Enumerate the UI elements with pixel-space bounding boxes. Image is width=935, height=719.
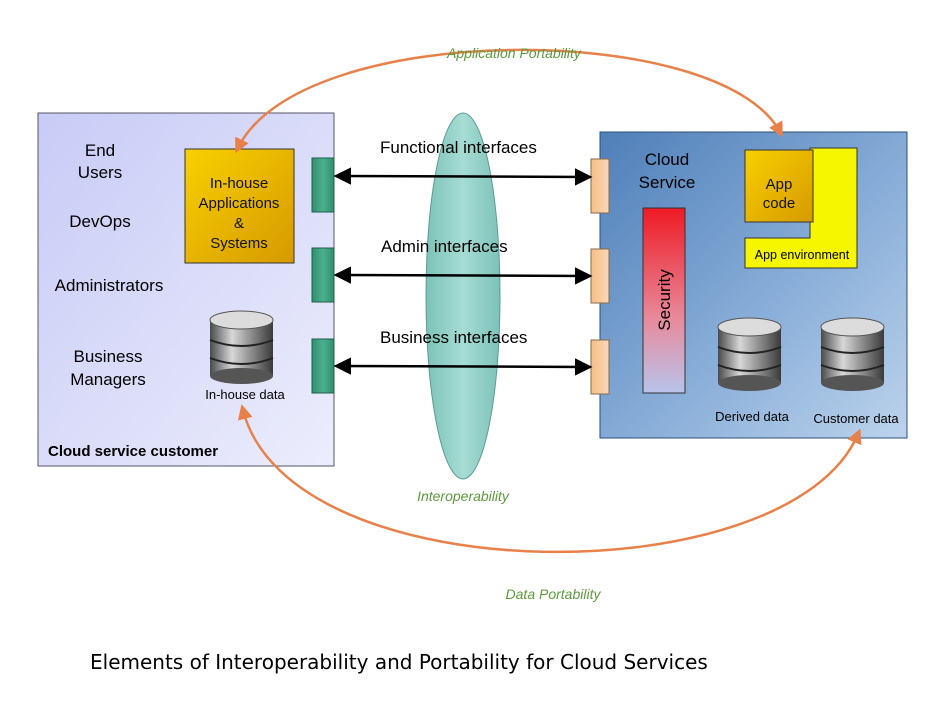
customer-panel: Cloud service customer End Users DevOps …: [37, 112, 335, 467]
security-bar: Security: [642, 207, 686, 394]
customer-business-connector: [311, 338, 335, 394]
functional-interface-arrow: [333, 167, 593, 186]
apps-box-line: &: [234, 215, 244, 232]
admin-interfaces-label: Admin interfaces: [381, 237, 508, 256]
role-line: End: [85, 141, 115, 160]
functional-interfaces-label: Functional interfaces: [380, 138, 537, 157]
business-interface-arrow: [333, 357, 593, 376]
role-administrators: Administrators: [55, 276, 164, 295]
application-portability-label: Application Portability: [446, 45, 582, 61]
interoperability-label: Interoperability: [417, 488, 510, 504]
role-business-managers: Business Managers: [70, 347, 146, 389]
derived-database-icon: [717, 317, 782, 391]
role-line: Managers: [70, 370, 146, 389]
app-code-box: App code: [744, 149, 814, 223]
customer-admin-connector: [311, 247, 335, 303]
service-functional-connector: [590, 158, 610, 214]
admin-interface-arrow: [333, 266, 593, 285]
role-line: Business: [74, 347, 143, 366]
business-interfaces-label: Business interfaces: [380, 328, 527, 347]
in-house-database-icon: [209, 310, 274, 384]
cloud-service-title: Cloud Service: [639, 150, 696, 192]
customer-panel-title: Cloud service customer: [48, 443, 218, 460]
cloud-service-panel: Cloud Service Security App environment A…: [590, 131, 908, 439]
data-portability-label: Data Portability: [506, 586, 602, 602]
service-business-connector: [590, 339, 610, 395]
app-code-line: App: [766, 176, 793, 193]
service-title-line: Cloud: [645, 150, 689, 169]
app-environment-label: App environment: [755, 248, 850, 262]
application-portability-arrow: [235, 48, 783, 154]
service-admin-connector: [590, 248, 610, 304]
customer-data-label: Customer data: [813, 411, 899, 426]
customer-database-icon: [820, 317, 885, 391]
app-environment-box: App environment: [744, 147, 858, 269]
apps-box-line: In-house: [210, 175, 268, 192]
data-portability-arrow: [237, 404, 862, 554]
app-code-line: code: [763, 195, 796, 212]
customer-functional-connector: [311, 157, 335, 213]
diagram-caption: Elements of Interoperability and Portabi…: [90, 650, 708, 674]
apps-box-line: Systems: [210, 235, 268, 252]
role-line: Users: [78, 163, 122, 182]
derived-data-label: Derived data: [715, 409, 789, 424]
security-label: Security: [655, 269, 674, 331]
apps-box-line: Applications: [199, 195, 280, 212]
interoperability-ellipse: [425, 112, 501, 480]
service-title-line: Service: [639, 173, 696, 192]
in-house-applications-box: In-house Applications & Systems: [184, 148, 295, 264]
role-devops: DevOps: [69, 212, 130, 231]
role-end-users: End Users: [78, 141, 122, 182]
in-house-data-label: In-house data: [205, 387, 285, 402]
